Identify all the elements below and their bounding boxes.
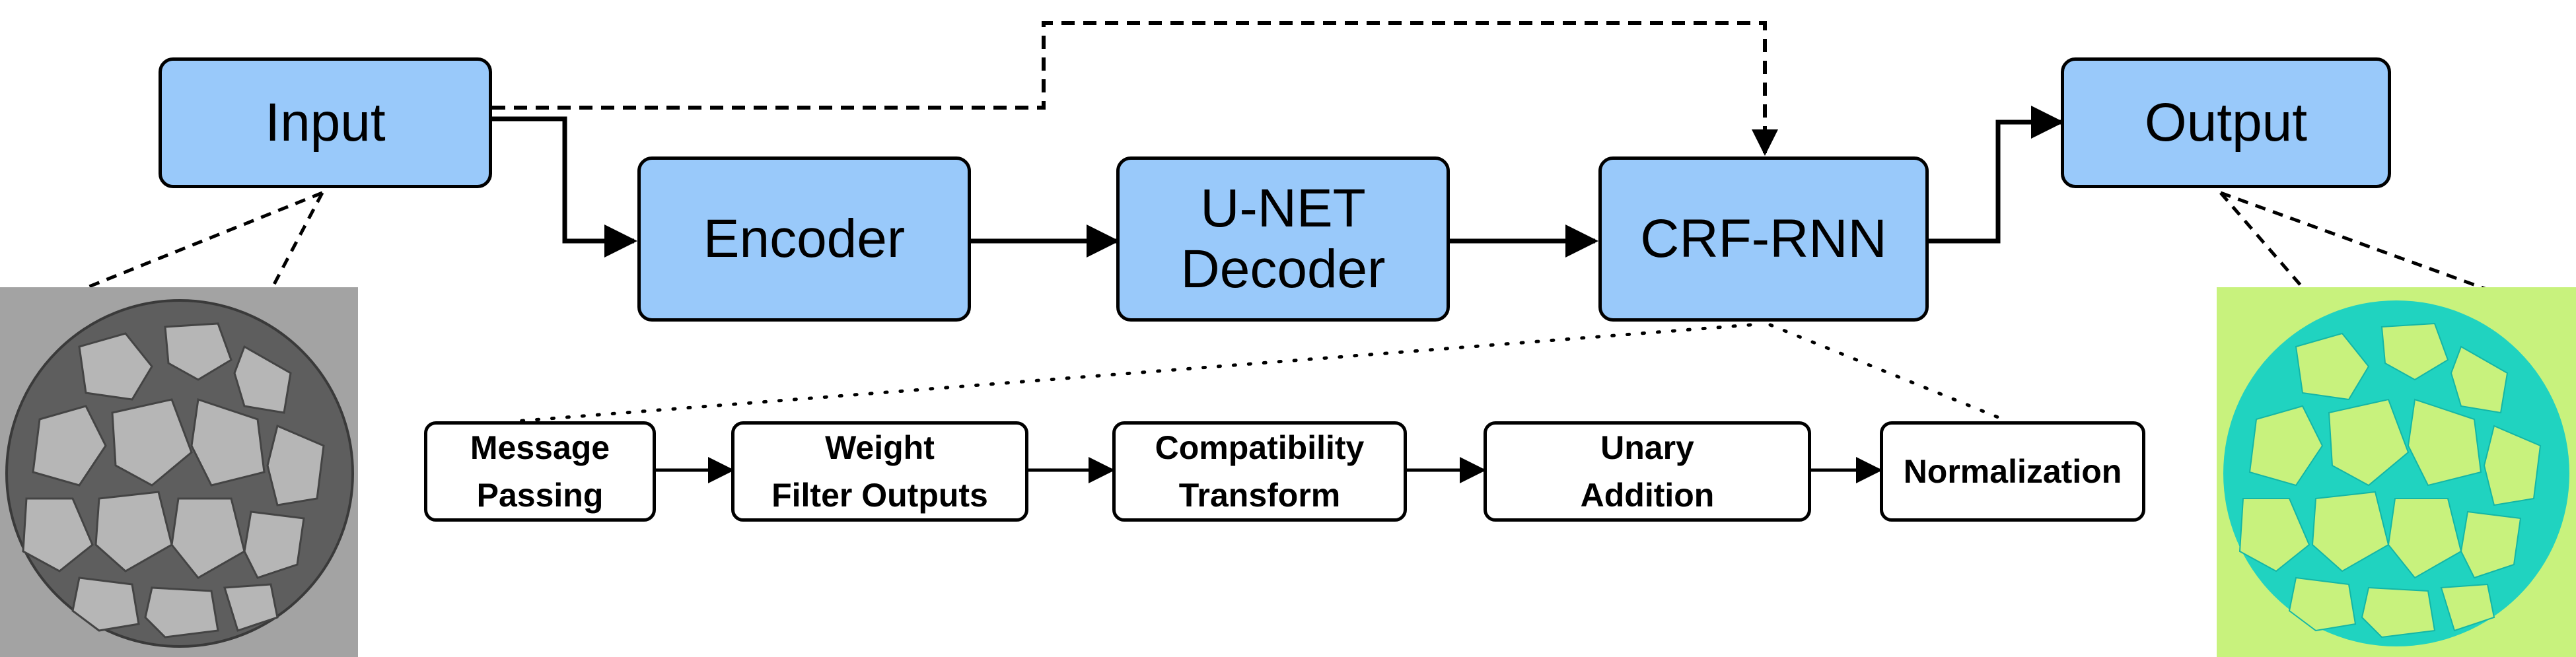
- input-block-label: Input: [265, 92, 386, 153]
- decoder-block-label-line2: Decoder: [1180, 239, 1386, 299]
- crf-step-label-line2: Filter Outputs: [771, 477, 988, 514]
- crf-rnn-block-label: CRF-RNN: [1640, 209, 1887, 269]
- crf-step-label-line1: Weight: [825, 429, 935, 466]
- input-image-leader-right: [269, 191, 324, 292]
- crf-step-compatibility-transform: Compatibility Transform: [1112, 421, 1407, 522]
- crf-step-label-line2: Passing: [476, 477, 604, 514]
- input-scan-image: [0, 287, 358, 657]
- crf-step-label-line1: Normalization: [1903, 452, 2122, 490]
- encoder-block: Encoder: [637, 156, 971, 322]
- crf-step-label-line2: Addition: [1580, 477, 1715, 514]
- crf-step-message-passing: Message Passing: [424, 421, 656, 522]
- crf-step-label-line1: Compatibility: [1155, 429, 1365, 466]
- arrow-input-to-encoder: [492, 116, 637, 258]
- crf-step-label-line2: Transform: [1178, 477, 1341, 514]
- crf-rnn-block: CRF-RNN: [1598, 156, 1929, 322]
- decoder-block-label-line1: U-NET: [1200, 178, 1366, 239]
- encoder-block-label: Encoder: [703, 209, 906, 269]
- input-image-leader-left: [79, 191, 323, 293]
- output-block: Output: [2061, 57, 2391, 188]
- crf-step-unary-addition: Unary Addition: [1484, 421, 1811, 522]
- skip-connection-input-to-crf: [492, 21, 1778, 156]
- output-block-label: Output: [2144, 92, 2308, 153]
- crf-zoom-line-left: [513, 323, 1752, 423]
- crf-zoom-line-right: [1768, 323, 2010, 423]
- arrow-crf-to-output: [1929, 106, 2064, 244]
- crf-step-normalization: Normalization: [1880, 421, 2145, 522]
- input-block: Input: [159, 57, 492, 188]
- output-mask-image: [2217, 287, 2576, 657]
- unet-decoder-block: U-NET Decoder: [1116, 156, 1450, 322]
- crf-step-label-line1: Unary: [1600, 429, 1694, 466]
- output-image-leader-left: [2219, 191, 2307, 292]
- crf-step-weight-filter-outputs: Weight Filter Outputs: [731, 421, 1028, 522]
- crf-step-label-line1: Message: [470, 429, 610, 466]
